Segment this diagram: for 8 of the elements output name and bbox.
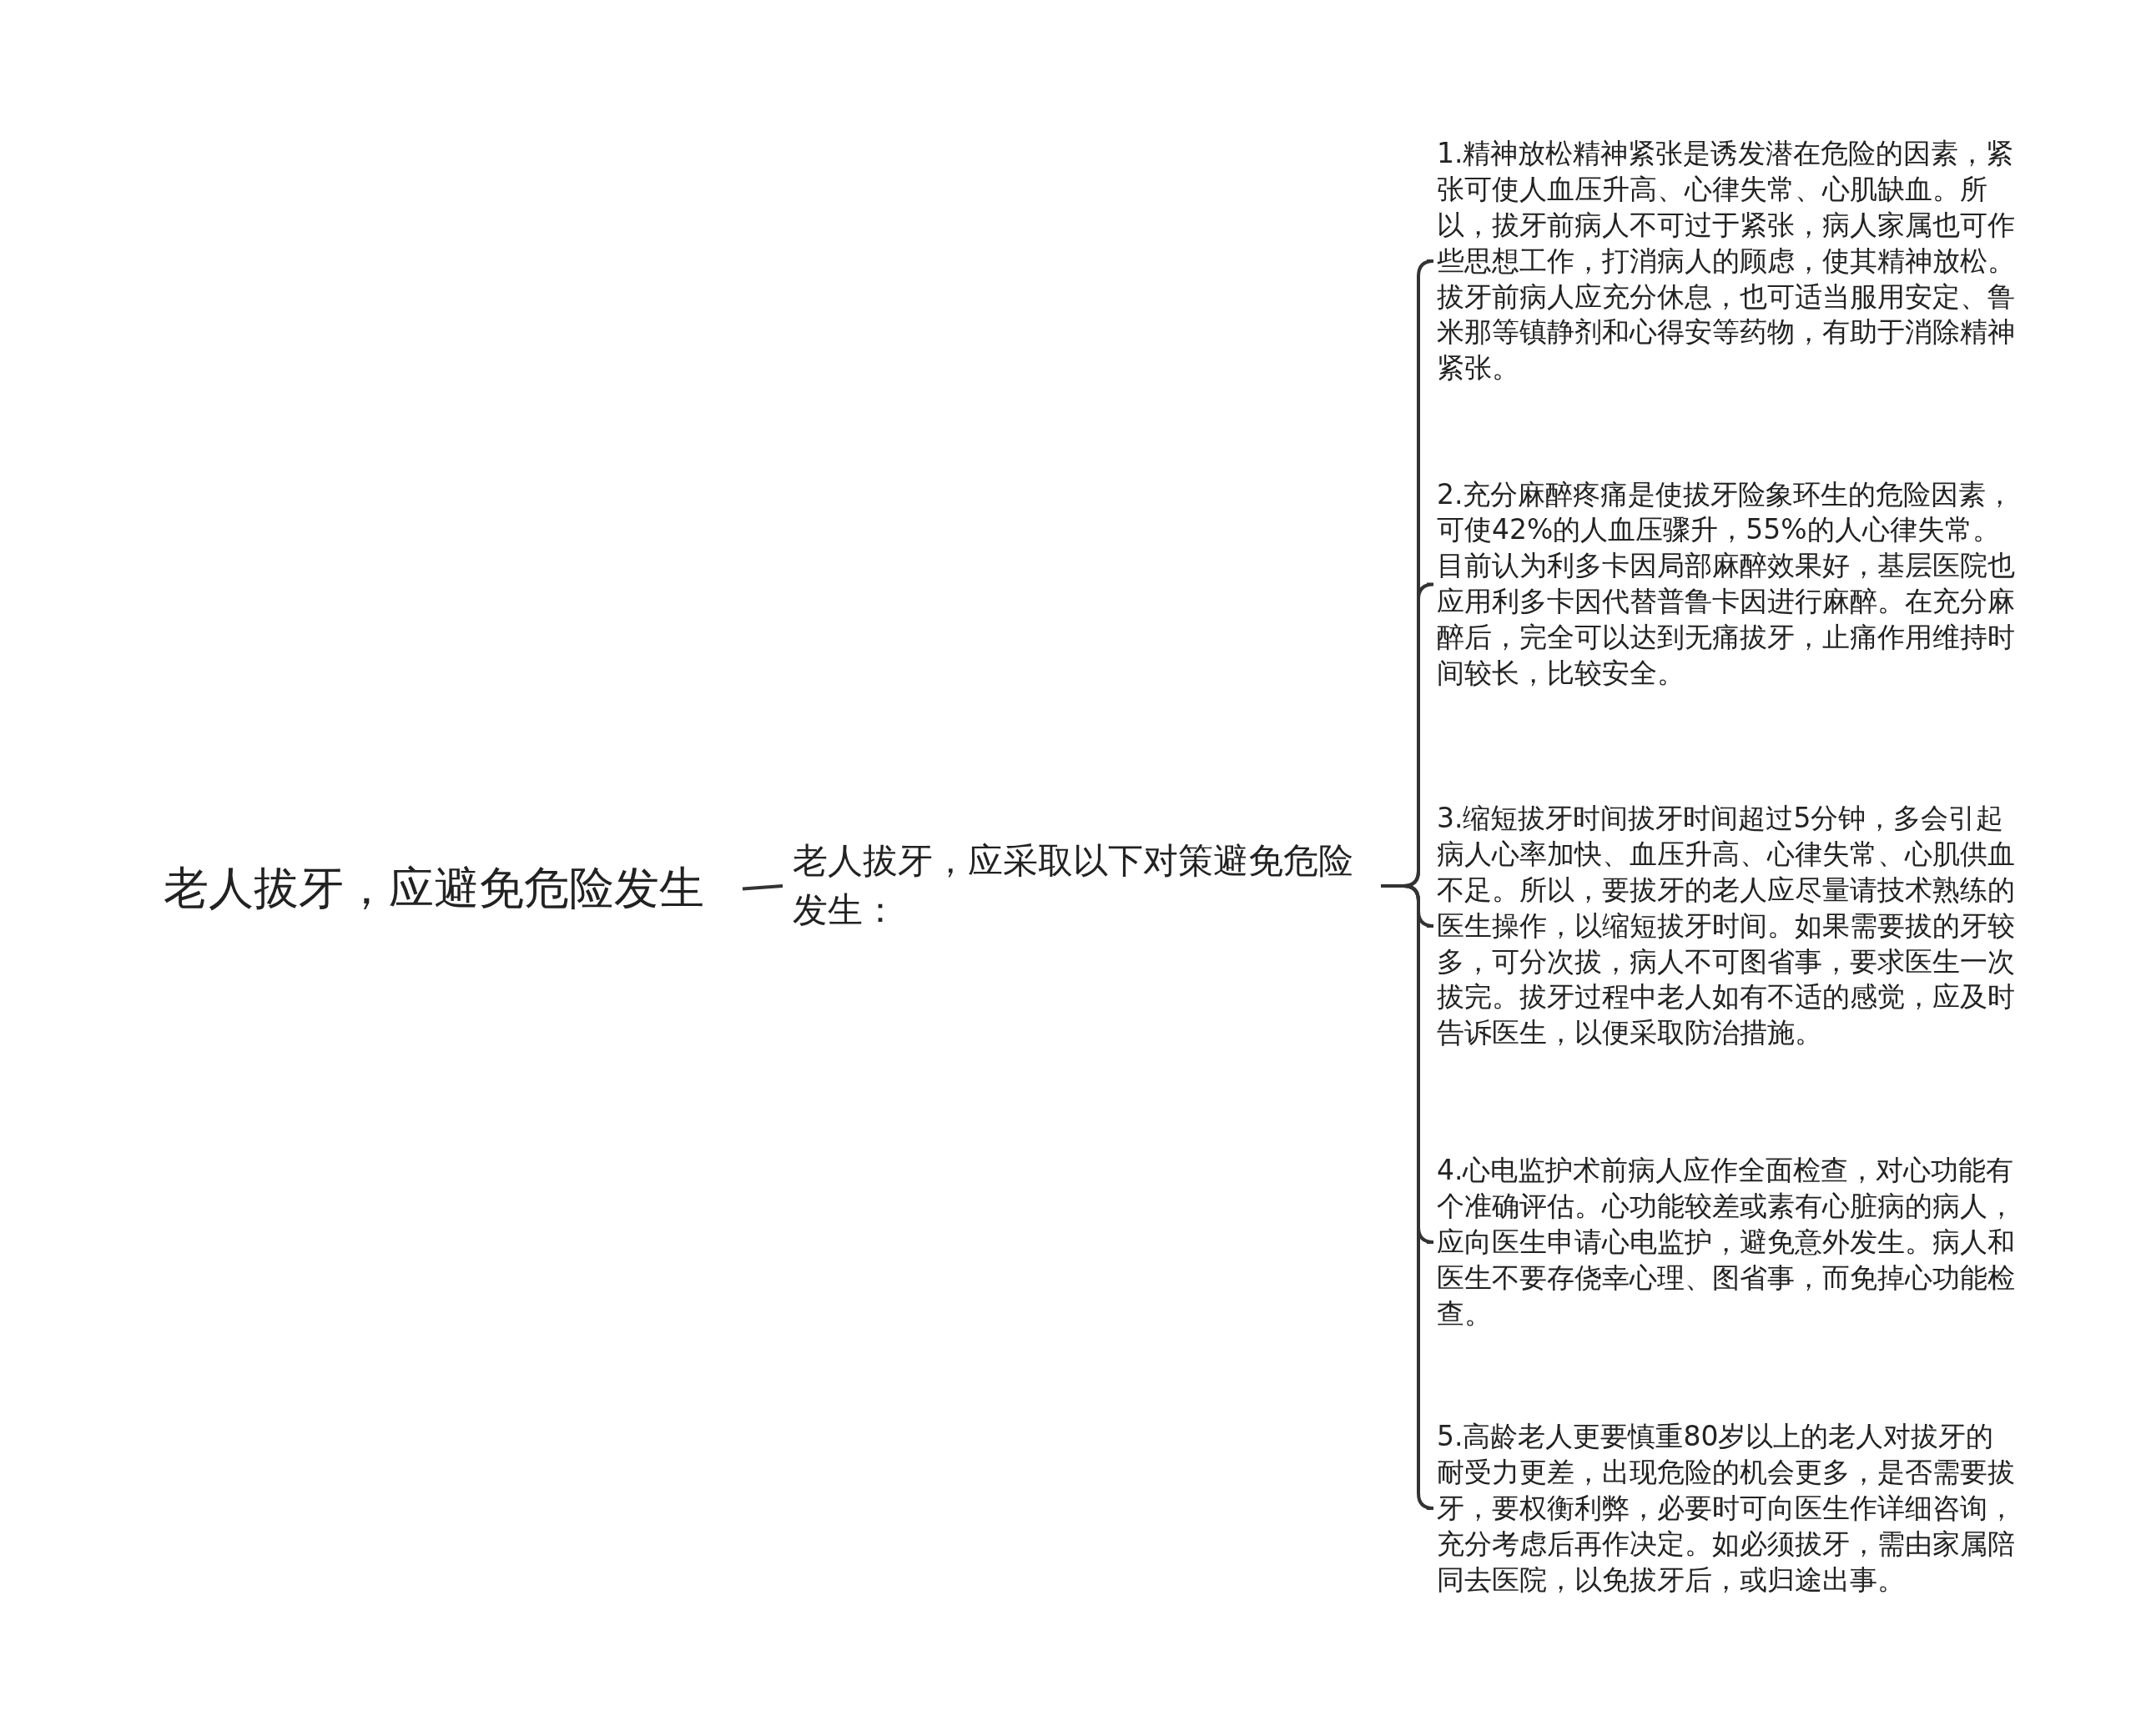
note-text: 2.充分麻醉疼痛是使拔牙险象环生的危险因素，可使42%的人血压骤升，55%的人心律失常。目前认为利多卡因局部麻醉效果好，基层医院也应用利多卡因代替普鲁卡因进行麻醉。在充分麻醉后，完全可以达到无痛拔牙，止痛作用维持时间较长，比较安全。 [1437, 476, 2016, 691]
root-topic-text: 老人拔牙，应避免危险发生 [163, 860, 705, 916]
connector-line [742, 884, 783, 891]
note-text: 5.高龄老人更要慎重80岁以上的老人对拔牙的耐受力更差，出现危险的机会更多，是否需要拔牙，要权衡利弊，必要时可向医生作详细咨询，充分考虑后再作决定。如必须拔牙，需由家属陪同去医院，以免拔牙后，或归途出事。 [1437, 1419, 2016, 1598]
note-text: 1.精神放松精神紧张是诱发潜在危险的因素，紧张可使人血压升高、心律失常、心肌缺血。所以，拔牙前病人不可过于紧张，病人家属也可作些思想工作，打消病人的顾虑，使其精神放松。拔牙前病人应充分休息，也可适当服用安定、鲁米那等镇静剂和心得安等药物，有助于消除精神紧张。 [1437, 136, 2016, 386]
note-text: 3.缩短拔牙时间拔牙时间超过5分钟，多会引起病人心率加快、血压升高、心律失常、心肌供血不足。所以，要拔牙的老人应尽量请技术熟练的医生操作，以缩短拔牙时间。如果需要拔的牙较多，可分次拔，病人不可图省事，要求医生一次拔完。拔牙过程中老人如有不适的感觉，应及时告诉医生，以便采取防治措施。 [1437, 801, 2016, 1051]
subtopic-text: 老人拔牙，应采取以下对策避免危险发生： [793, 839, 1354, 932]
note-text: 4.心电监护术前病人应作全面检查，对心功能有个准确评估。心功能较差或素有心脏病的病人，应向医生申请心电监护，避免意外发生。病人和医生不要存侥幸心理、图省事，而免掉心功能检查。 [1437, 1153, 2016, 1331]
